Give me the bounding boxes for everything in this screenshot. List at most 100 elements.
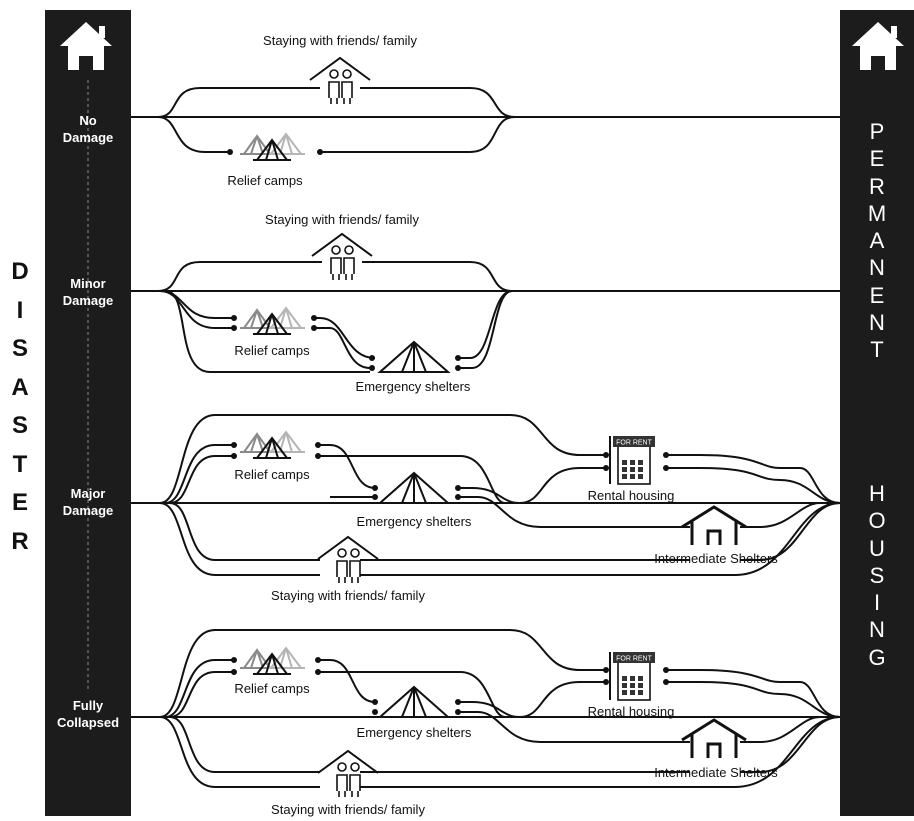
damage-label-minor-damage: Minor Damage (62, 276, 114, 308)
path-node-dot (663, 452, 669, 458)
path-relief-emergency-2 (159, 290, 371, 369)
path-rental-out-2 (666, 681, 841, 718)
path-node-dot (315, 669, 321, 675)
path-node-dot (663, 465, 669, 471)
path-node-dot (372, 709, 378, 715)
path-node-dot (317, 149, 323, 155)
path-inter-out-2 (740, 502, 841, 561)
path-node-dot (663, 667, 669, 673)
relief-camp-tents-icon (240, 132, 305, 161)
relief-camps-label: Relief camps (234, 467, 310, 482)
path-node-dot (603, 679, 609, 685)
path-node-dot (603, 452, 609, 458)
rental-building-icon: FOR RENT (609, 436, 655, 485)
path-friends (157, 87, 516, 118)
relief-camp-tents-icon (240, 430, 305, 459)
path-top-rental (159, 414, 606, 504)
damage-label-no-damage: No Damage (62, 113, 114, 145)
for-rent-sign-text: FOR RENT (616, 440, 653, 447)
path-relief (164, 659, 376, 718)
rental-housing-label: Rental housing (587, 704, 675, 719)
path-emergency-out (458, 487, 521, 504)
path-emergency-to-inter (458, 711, 690, 743)
path-friends (169, 716, 690, 773)
path-node-dot (311, 325, 317, 331)
friends-label: Staying with friends/ family (271, 588, 425, 603)
path-node-dot (603, 465, 609, 471)
damage-label-fully-collapsed: Fully Collapsed (56, 698, 120, 730)
friends-label: Staying with friends/ family (271, 802, 425, 817)
path-relief (157, 116, 516, 153)
path-node-dot (455, 365, 461, 371)
path-node-dot (315, 453, 321, 459)
intermediate-shelter-icon (681, 718, 747, 758)
path-emergency-out-2 (458, 290, 513, 369)
relief-camps-label: Relief camps (227, 173, 303, 188)
house-icon (60, 22, 112, 70)
family-people-icon (317, 749, 379, 797)
path-friends (169, 502, 690, 561)
path-inter-out-2 (740, 716, 841, 773)
path-node-dot (372, 494, 378, 500)
intermediate-shelters-label: Intermediate Shelters (654, 765, 778, 780)
path-node-dot (231, 669, 237, 675)
for-rent-sign-text: FOR RENT (616, 656, 653, 663)
emergency-shelters-label: Emergency shelters (356, 725, 472, 740)
intermediate-shelters-label: Intermediate Shelters (654, 551, 778, 566)
path-top-rental (159, 629, 606, 718)
path-relief (164, 444, 376, 504)
path-node-dot (231, 325, 237, 331)
relief-camp-tents-icon (240, 306, 305, 335)
family-people-icon (311, 232, 373, 280)
relief-camps-label: Relief camps (234, 343, 310, 358)
path-node-dot (231, 442, 237, 448)
path-to-rental (519, 681, 606, 718)
path-node-dot (231, 657, 237, 663)
path-node-dot (372, 699, 378, 705)
emergency-shelters-label: Emergency shelters (356, 514, 472, 529)
friends-label: Staying with friends/ family (263, 33, 417, 48)
path-node-dot (372, 485, 378, 491)
path-friends (157, 261, 513, 292)
rental-building-icon: FOR RENT (609, 652, 655, 701)
path-node-dot (603, 667, 609, 673)
path-node-dot (231, 315, 237, 321)
path-emergency-out (458, 290, 513, 359)
emergency-shelter-tent-icon (377, 685, 451, 718)
path-relief-2 (169, 671, 506, 718)
friends-label: Staying with friends/ family (265, 212, 419, 227)
family-people-icon (309, 56, 371, 104)
path-node-dot (455, 709, 461, 715)
path-node-dot (369, 355, 375, 361)
path-node-dot (227, 149, 233, 155)
damage-label-major-damage: Major Damage (62, 486, 114, 518)
permanent-house-icon (852, 22, 904, 70)
path-node-dot (455, 494, 461, 500)
path-inter-out (740, 716, 821, 743)
relief-camps-label: Relief camps (234, 681, 310, 696)
permanent-housing-bar (840, 10, 914, 816)
path-node-dot (455, 699, 461, 705)
emergency-shelter-tent-icon (377, 471, 451, 504)
path-emergency-to-inter (458, 496, 690, 528)
emergency-shelters-label: Emergency shelters (355, 379, 471, 394)
intermediate-shelter-icon (681, 505, 747, 545)
family-people-icon (317, 535, 379, 583)
path-rental-out (666, 669, 841, 718)
path-node-dot (455, 485, 461, 491)
rental-housing-label: Rental housing (587, 488, 675, 503)
path-emergency (165, 290, 370, 373)
path-emergency-out (458, 701, 521, 718)
path-node-dot (315, 442, 321, 448)
path-inter-out (740, 502, 821, 528)
path-node-dot (231, 453, 237, 459)
path-node-dot (455, 355, 461, 361)
path-rental-out (666, 454, 841, 504)
path-rental-out-2 (666, 467, 841, 504)
path-to-rental (519, 467, 606, 504)
